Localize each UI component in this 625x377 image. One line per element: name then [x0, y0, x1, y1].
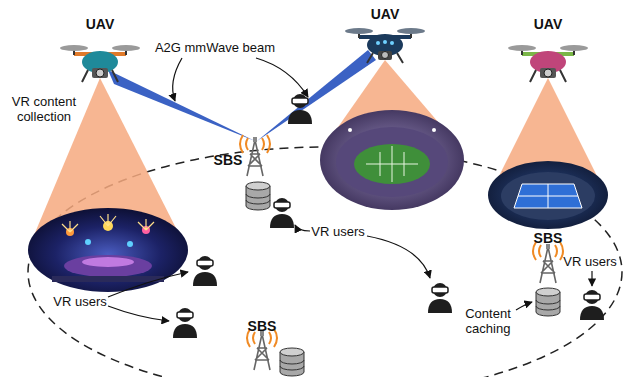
leader-line: [295, 225, 310, 231]
uav-drone-part: [540, 68, 556, 78]
base-station-tower: [240, 135, 270, 176]
users-label: VR users: [53, 295, 106, 310]
concert-scene: [28, 208, 188, 292]
leader-line: [108, 306, 169, 321]
uav-drone-part: [560, 45, 588, 51]
stadium-scene-part: [366, 146, 418, 182]
leader-line: [256, 58, 308, 97]
uav-label: UAV: [86, 16, 115, 32]
base-station-tower: [533, 242, 563, 283]
users-label: VR users: [563, 255, 616, 270]
uav-drone-part: [82, 70, 118, 82]
vr-user: [270, 198, 294, 228]
vr-user: [193, 256, 217, 286]
uav-drone-part: [530, 70, 566, 82]
concert-scene-part: [127, 241, 133, 247]
uav-drone-part: [383, 40, 387, 44]
stadium-scene: [320, 110, 464, 210]
stadium-scene-part: [354, 144, 430, 184]
sbs-label: SBS: [214, 152, 243, 168]
concert-scene-part: [85, 239, 91, 245]
uav-drone-part: [390, 41, 394, 45]
stadium-scene-part: [432, 128, 436, 132]
leader-line: [108, 272, 188, 297]
mmwave-beam: [108, 70, 255, 141]
uav-drone-part: [376, 41, 380, 45]
concert-scene-part: [82, 257, 134, 267]
leader-line: [173, 58, 182, 101]
concert-scene-part: [52, 276, 164, 282]
leader-line: [367, 236, 430, 278]
tennis-scene: [488, 161, 608, 229]
uav-label: UAV: [534, 16, 563, 32]
leader-line: [516, 302, 532, 310]
tennis-scene-part: [514, 184, 582, 208]
uav-drone-part: [382, 52, 389, 59]
stadium-scene-part: [320, 110, 464, 210]
uav-drone: [508, 45, 588, 82]
stadium-scene-part: [348, 128, 352, 132]
collection-label: VR content collection: [8, 95, 80, 125]
uav-drone: [345, 28, 425, 63]
cache-database: [246, 182, 270, 210]
uav-drone: [60, 45, 140, 82]
uav-drone-part: [60, 45, 88, 51]
concert-scene-part: [62, 214, 154, 232]
cache-database: [280, 348, 304, 376]
uav-drone-part: [508, 45, 536, 51]
caching-label: Content caching: [458, 307, 518, 337]
base-station-tower: [247, 329, 277, 370]
tennis-scene-part: [514, 184, 582, 208]
concert-scene-part: [28, 208, 188, 292]
vr-user: [428, 283, 452, 313]
uav-drone-part: [92, 68, 108, 78]
beam-label: A2G mmWave beam: [155, 41, 275, 56]
uav-drone-part: [112, 45, 140, 51]
leader-line: [591, 271, 592, 286]
users-label: VR users: [311, 225, 364, 240]
uav-label: UAV: [371, 6, 400, 22]
sbs-label: SBS: [248, 318, 277, 334]
uav-drone-part: [378, 51, 392, 60]
stadium-scene-part: [336, 127, 448, 197]
cache-database: [536, 288, 560, 316]
vr-user: [580, 290, 604, 320]
concert-scene-part: [64, 255, 152, 277]
uav-drone-part: [544, 69, 552, 77]
uav-drone-part: [345, 28, 373, 34]
vr-user: [173, 308, 197, 338]
sbs-label: SBS: [534, 230, 563, 246]
tennis-scene-part: [488, 161, 608, 229]
tennis-scene-part: [501, 172, 595, 220]
uav-drone-part: [96, 69, 104, 77]
uav-drone-part: [397, 28, 425, 34]
vr-user: [288, 94, 312, 124]
mmwave-beam: [257, 50, 376, 141]
